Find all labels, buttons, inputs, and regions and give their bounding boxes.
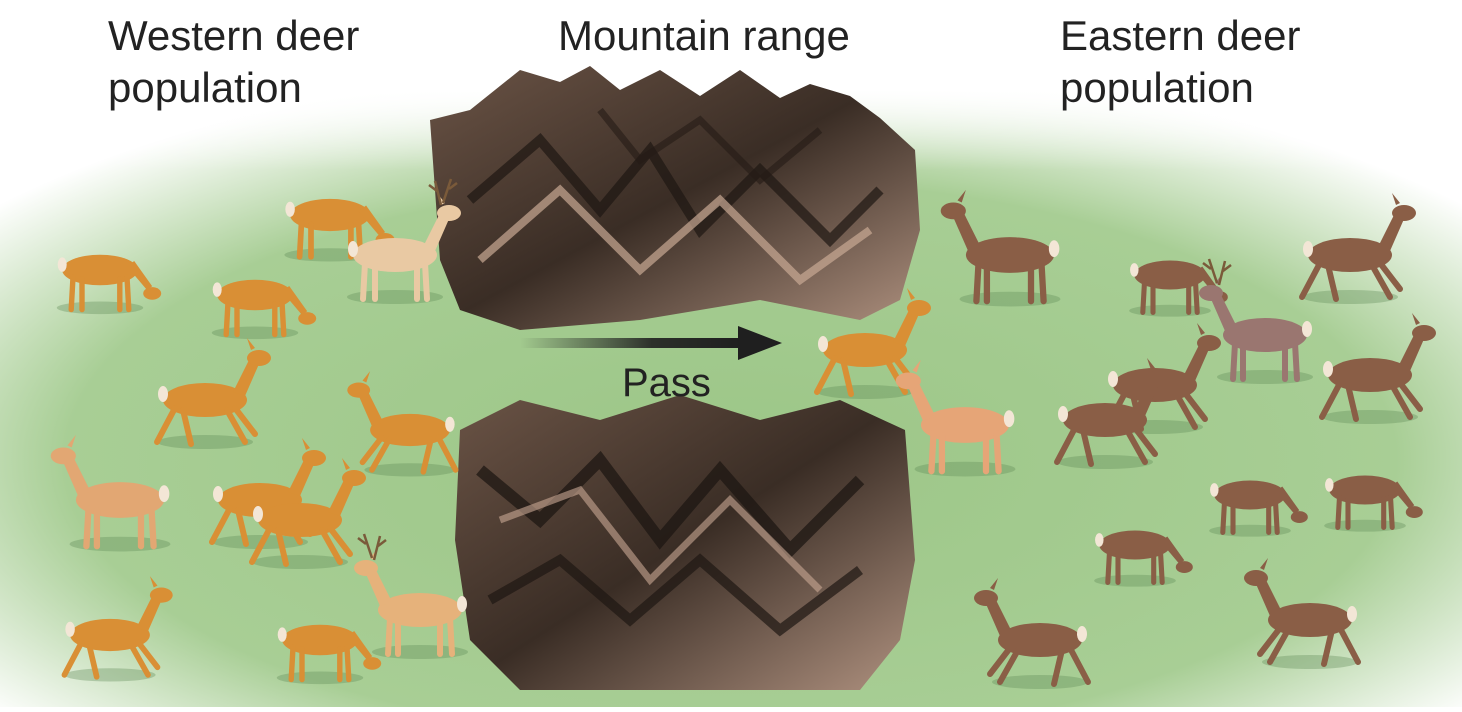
- mountain-lower: [455, 395, 915, 690]
- mountain-range-label: Mountain range: [558, 10, 850, 62]
- eastern-population-label: Eastern deer population: [1060, 10, 1300, 114]
- pass-label: Pass: [622, 357, 711, 409]
- mountain-upper: [430, 66, 920, 330]
- western-population-label: Western deer population: [108, 10, 359, 114]
